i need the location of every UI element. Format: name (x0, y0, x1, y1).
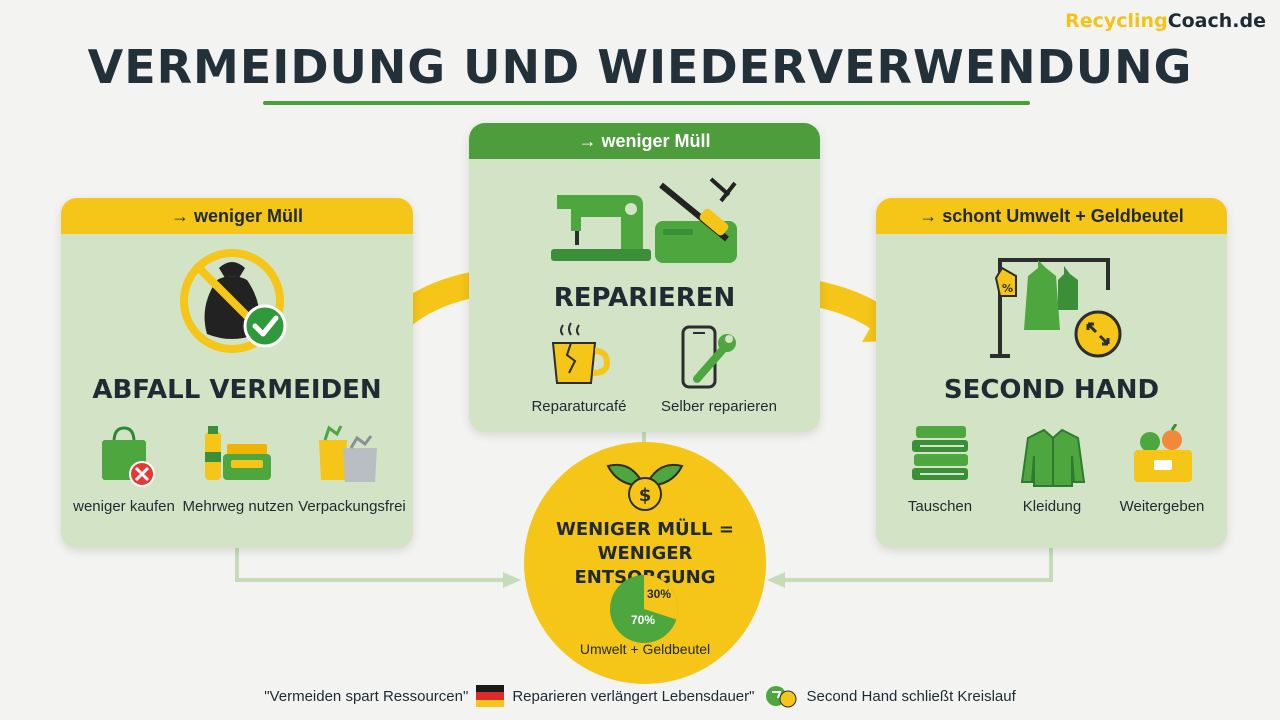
card-banner: → schont Umwelt + Geldbeutel (876, 198, 1227, 234)
connector-arrowhead-right (767, 572, 785, 588)
card-banner: → weniger Müll (61, 198, 413, 234)
item-label-tauschen: Tauschen (907, 498, 973, 515)
clothes-rack-icon: % (990, 258, 1122, 358)
german-flag-icon (476, 685, 505, 707)
svg-text:%: % (1002, 282, 1013, 295)
brand-logo: RecyclingCoach.de (1065, 10, 1266, 32)
phone-wrench-icon (681, 325, 736, 389)
page-title: VERMEIDUNG UND WIEDERVERWENDUNG (87, 40, 1193, 94)
card-abfall-vermeiden: → weniger Müll ABFALL VERMEIDEN weniger … (61, 198, 413, 548)
summary-caption: Umwelt + Geldbeutel (579, 641, 711, 657)
card-reparieren: → weniger Müll REPARIEREN Reparaturcafé … (469, 123, 820, 432)
summary-title-line1: WENIGER MÜLL = (556, 519, 734, 540)
item-label-weniger-kaufen: weniger kaufen (73, 498, 175, 515)
recycle-money-icon (766, 686, 797, 708)
card-title: REPARIEREN (553, 283, 736, 313)
pie-chart: 30% 70% (610, 575, 678, 643)
item-label-verpackungsfrei: Verpackungsfrei (298, 498, 406, 515)
item-label-weitergeben: Weitergeben (1119, 498, 1205, 515)
card-second-hand: → schont Umwelt + Geldbeutel % SECOND HA… (876, 198, 1227, 548)
unpackaged-bags-icon (319, 425, 377, 482)
connector-line-left (235, 545, 505, 582)
card-title: SECOND HAND (943, 375, 1160, 405)
book-stack-icon (912, 426, 968, 480)
connector-arrowhead-left (503, 572, 521, 588)
card-title: ABFALL VERMEIDEN (92, 375, 382, 405)
footer-quote-3: Second Hand schließt Kreislauf (806, 687, 1016, 705)
connector-line-right (783, 545, 1053, 582)
pie-slice-small (644, 575, 678, 620)
card-banner: → weniger Müll (469, 123, 820, 159)
item-label-selber-reparieren: Selber reparieren (661, 398, 777, 415)
item-label-kleidung: Kleidung (1022, 498, 1082, 515)
item-label-reparaturcafe: Reparaturcafé (531, 398, 627, 415)
sewing-machine-toaster-icon (551, 177, 737, 263)
brand-part2: Coach.de (1167, 10, 1266, 32)
item-label-mehrweg-nutzen: Mehrweg nutzen (182, 498, 294, 515)
brand-part1: Recycling (1065, 10, 1168, 32)
pie-label-large: 70% (631, 613, 655, 627)
reusable-containers-icon (205, 426, 271, 480)
footer-quote-1: "Vermeiden spart Ressourcen" (264, 687, 469, 705)
basket-icon (1134, 424, 1192, 482)
broken-cup-icon (551, 322, 611, 384)
shopping-bag-cross-icon (102, 426, 155, 487)
no-trash-bag-icon (180, 249, 287, 353)
pie-label-small: 30% (647, 587, 671, 601)
jacket-icon (1020, 428, 1086, 487)
svg-text:$: $ (639, 485, 652, 506)
footer-quote-2: Reparieren verlängert Lebensdauer" (512, 687, 755, 705)
title-underline (263, 101, 1030, 105)
money-leaf-icon: $ (606, 464, 684, 511)
footer-quotes: "Vermeiden spart Ressourcen" Reparieren … (0, 684, 1280, 708)
